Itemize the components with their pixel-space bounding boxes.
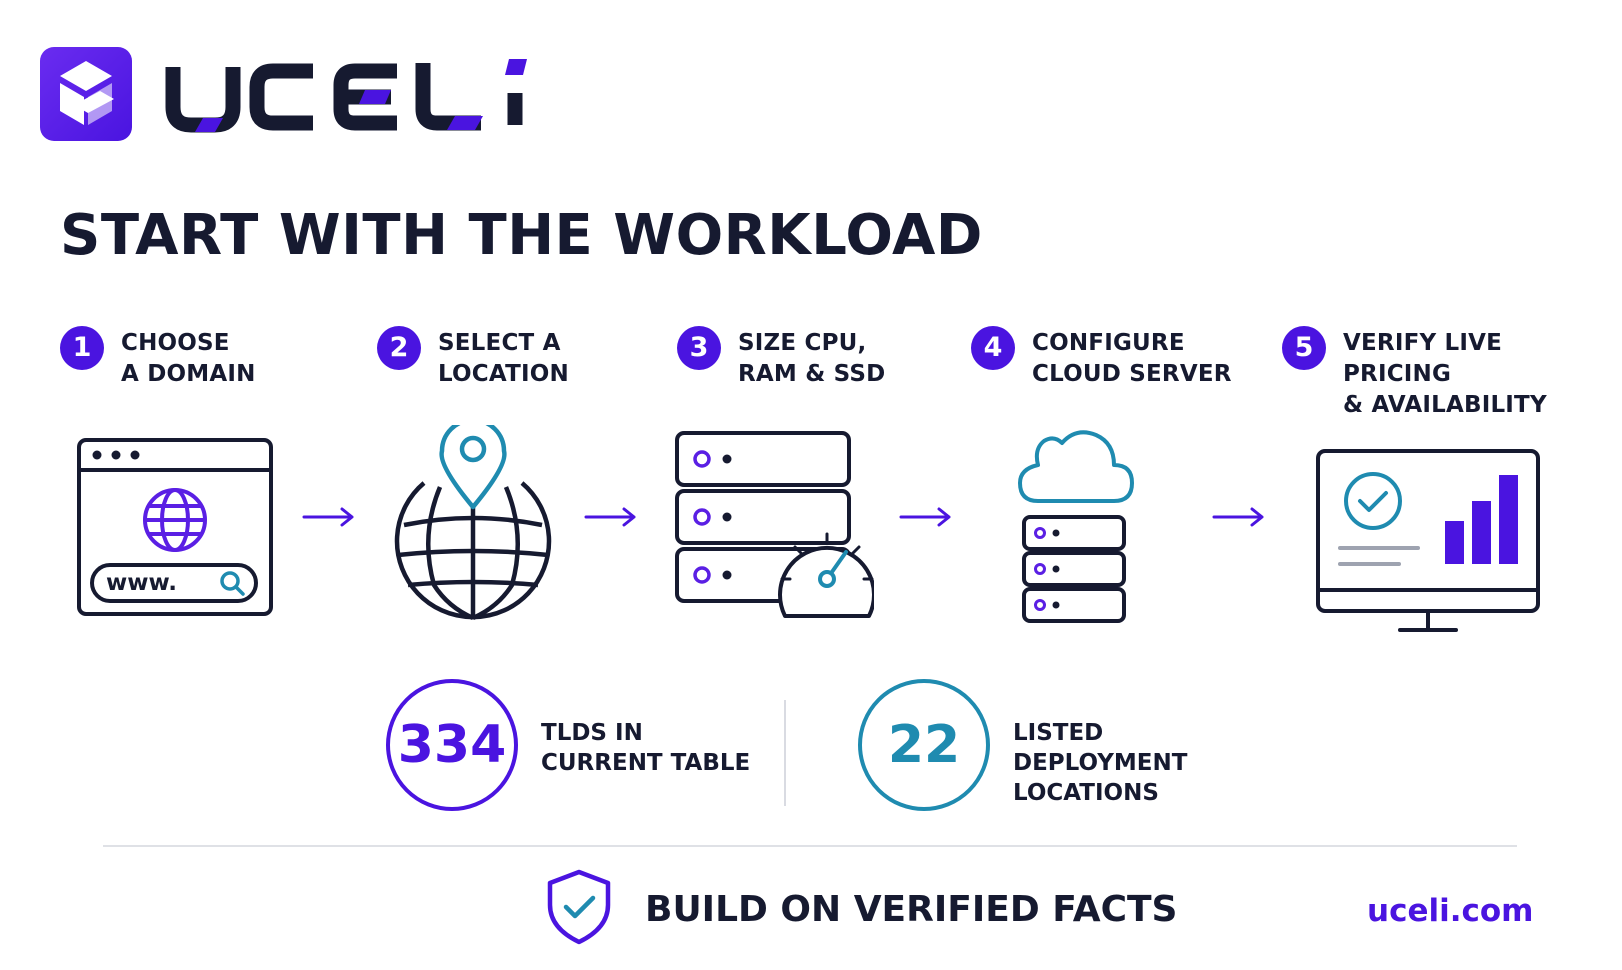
footer-url-link[interactable]: uceli.com	[1367, 893, 1534, 929]
step-label-line1: VERIFY LIVE PRICING	[1343, 330, 1503, 387]
logo-wordmark	[165, 55, 540, 137]
footer-divider	[103, 845, 1517, 847]
step-label-line1: SELECT A	[438, 330, 561, 356]
globe-location-pin-icon	[388, 425, 558, 621]
page-title: START WITH THE WORKLOAD	[60, 203, 983, 268]
monitor-checkmark-chart-icon	[1315, 448, 1541, 634]
server-gauge-icon	[674, 430, 874, 620]
domain-address-text: www.	[106, 570, 178, 596]
shield-check-icon	[545, 868, 613, 946]
browser-domain-search-icon	[76, 437, 274, 617]
cloud-server-icon	[1016, 427, 1136, 629]
step-number-badge: 1	[60, 326, 104, 370]
step-number-badge: 3	[677, 326, 721, 370]
stats-divider	[784, 700, 786, 806]
step-label: CONFIGURE CLOUD SERVER	[1032, 328, 1272, 390]
arrow-right-icon	[584, 506, 640, 528]
step-number-badge: 2	[377, 326, 421, 370]
step-label-line2: CLOUD SERVER	[1032, 361, 1232, 387]
step-label-line1: CONFIGURE	[1032, 330, 1185, 356]
arrow-right-icon	[1212, 506, 1268, 528]
stat-locations-value: 22	[858, 679, 990, 811]
stat-locations-label: LISTED DEPLOYMENT LOCATIONS	[1013, 718, 1283, 808]
stat-label-line2: LOCATIONS	[1013, 780, 1159, 806]
step-label-line2: & AVAILABILITY	[1343, 392, 1547, 418]
step-label: SIZE CPU, RAM & SSD	[738, 328, 978, 390]
footer-tagline: BUILD ON VERIFIED FACTS	[645, 889, 1178, 930]
arrow-right-icon	[899, 506, 955, 528]
stat-tlds-label: TLDS IN CURRENT TABLE	[541, 718, 811, 778]
step-label-line2: A DOMAIN	[121, 361, 256, 387]
step-number-badge: 4	[971, 326, 1015, 370]
step-number-badge: 5	[1282, 326, 1326, 370]
step-label-line2: RAM & SSD	[738, 361, 886, 387]
stat-label-line1: LISTED DEPLOYMENT	[1013, 720, 1188, 776]
step-label: CHOOSE A DOMAIN	[121, 328, 361, 390]
step-label: SELECT A LOCATION	[438, 328, 678, 390]
stat-tlds-value: 334	[386, 679, 518, 811]
step-label: VERIFY LIVE PRICING & AVAILABILITY	[1343, 328, 1613, 421]
step-label-line1: SIZE CPU,	[738, 330, 867, 356]
step-label-line1: CHOOSE	[121, 330, 230, 356]
arrow-right-icon	[302, 506, 358, 528]
step-label-line2: LOCATION	[438, 361, 569, 387]
logo-mark-icon	[40, 47, 132, 141]
stat-label-line1: TLDS IN	[541, 720, 643, 746]
stat-label-line2: CURRENT TABLE	[541, 750, 751, 776]
